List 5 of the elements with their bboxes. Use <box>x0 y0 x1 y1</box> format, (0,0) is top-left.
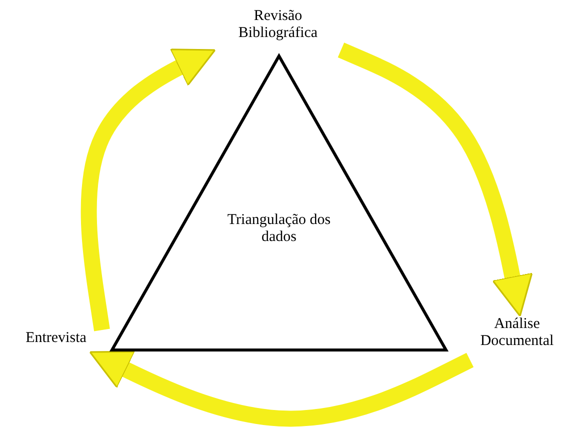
center-label: Triangulação dos dados <box>226 212 332 246</box>
vertex-label: Entrevista <box>24 330 88 348</box>
vertex-label: Revisão Bibliográfica <box>237 8 319 42</box>
vertex-label: Análise Documental <box>479 316 555 350</box>
curved-arrow <box>338 42 533 318</box>
